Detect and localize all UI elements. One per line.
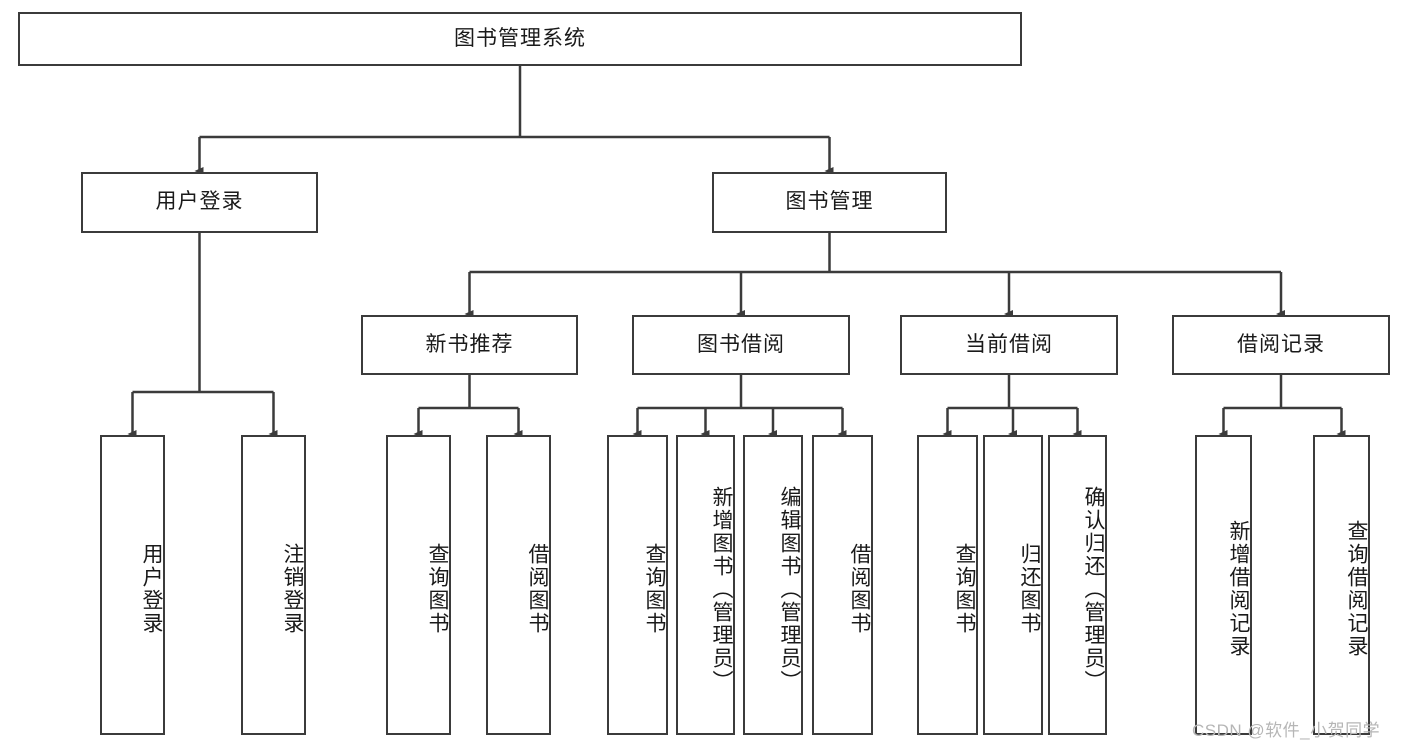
node-leaf-user-login[interactable]: 用户登录 (100, 435, 165, 735)
node-leaf-logout[interactable]: 注销登录 (241, 435, 306, 735)
node-label: 图书管理系统 (454, 26, 586, 50)
node-leaf-return-book[interactable]: 归还图书 (983, 435, 1043, 735)
node-borrow-record[interactable]: 借阅记录 (1172, 315, 1390, 375)
node-leaf-query-book-cur[interactable]: 查询图书 (917, 435, 978, 735)
edge-group (127, 66, 1346, 438)
node-label: 查询借阅记录 (1345, 520, 1368, 658)
node-leaf-borrow-book[interactable]: 借阅图书 (812, 435, 873, 735)
node-label: 归还图书 (1018, 543, 1041, 635)
node-label: 注销登录 (281, 543, 304, 635)
node-leaf-borrow-book-rec[interactable]: 借阅图书 (486, 435, 551, 735)
watermark-text: CSDN @软件_小贺同学 (1192, 721, 1381, 740)
node-label: 图书借阅 (697, 332, 785, 356)
node-book-manage[interactable]: 图书管理 (712, 172, 947, 233)
node-label: 新增借阅记录 (1227, 520, 1250, 658)
node-leaf-add-record[interactable]: 新增借阅记录 (1195, 435, 1252, 735)
node-root[interactable]: 图书管理系统 (18, 12, 1022, 66)
node-label: 查询图书 (953, 543, 976, 635)
node-label: 确认归还（管理员） (1082, 485, 1105, 693)
node-label: 图书管理 (785, 190, 874, 214)
node-leaf-query-book[interactable]: 查询图书 (607, 435, 668, 735)
node-book-borrow[interactable]: 图书借阅 (632, 315, 850, 375)
node-label: 查询图书 (426, 543, 449, 635)
node-leaf-query-record[interactable]: 查询借阅记录 (1313, 435, 1370, 735)
node-leaf-edit-book[interactable]: 编辑图书（管理员） (743, 435, 803, 735)
node-label: 借阅图书 (526, 543, 549, 635)
node-label: 查询图书 (643, 543, 666, 635)
node-label: 新增图书（管理员） (710, 485, 733, 693)
node-leaf-query-book-rec[interactable]: 查询图书 (386, 435, 451, 735)
node-label: 当前借阅 (965, 332, 1053, 356)
node-label: 借阅图书 (848, 543, 871, 635)
node-leaf-add-book[interactable]: 新增图书（管理员） (676, 435, 735, 735)
node-current-borrow[interactable]: 当前借阅 (900, 315, 1118, 375)
node-label: 借阅记录 (1237, 332, 1325, 356)
node-label: 用户登录 (140, 543, 163, 635)
node-new-book-rec[interactable]: 新书推荐 (361, 315, 578, 375)
node-label: 用户登录 (155, 190, 244, 214)
node-label: 编辑图书（管理员） (778, 485, 801, 693)
node-label: 新书推荐 (425, 332, 514, 356)
node-user-login[interactable]: 用户登录 (81, 172, 318, 233)
node-leaf-confirm-return[interactable]: 确认归还（管理员） (1048, 435, 1107, 735)
